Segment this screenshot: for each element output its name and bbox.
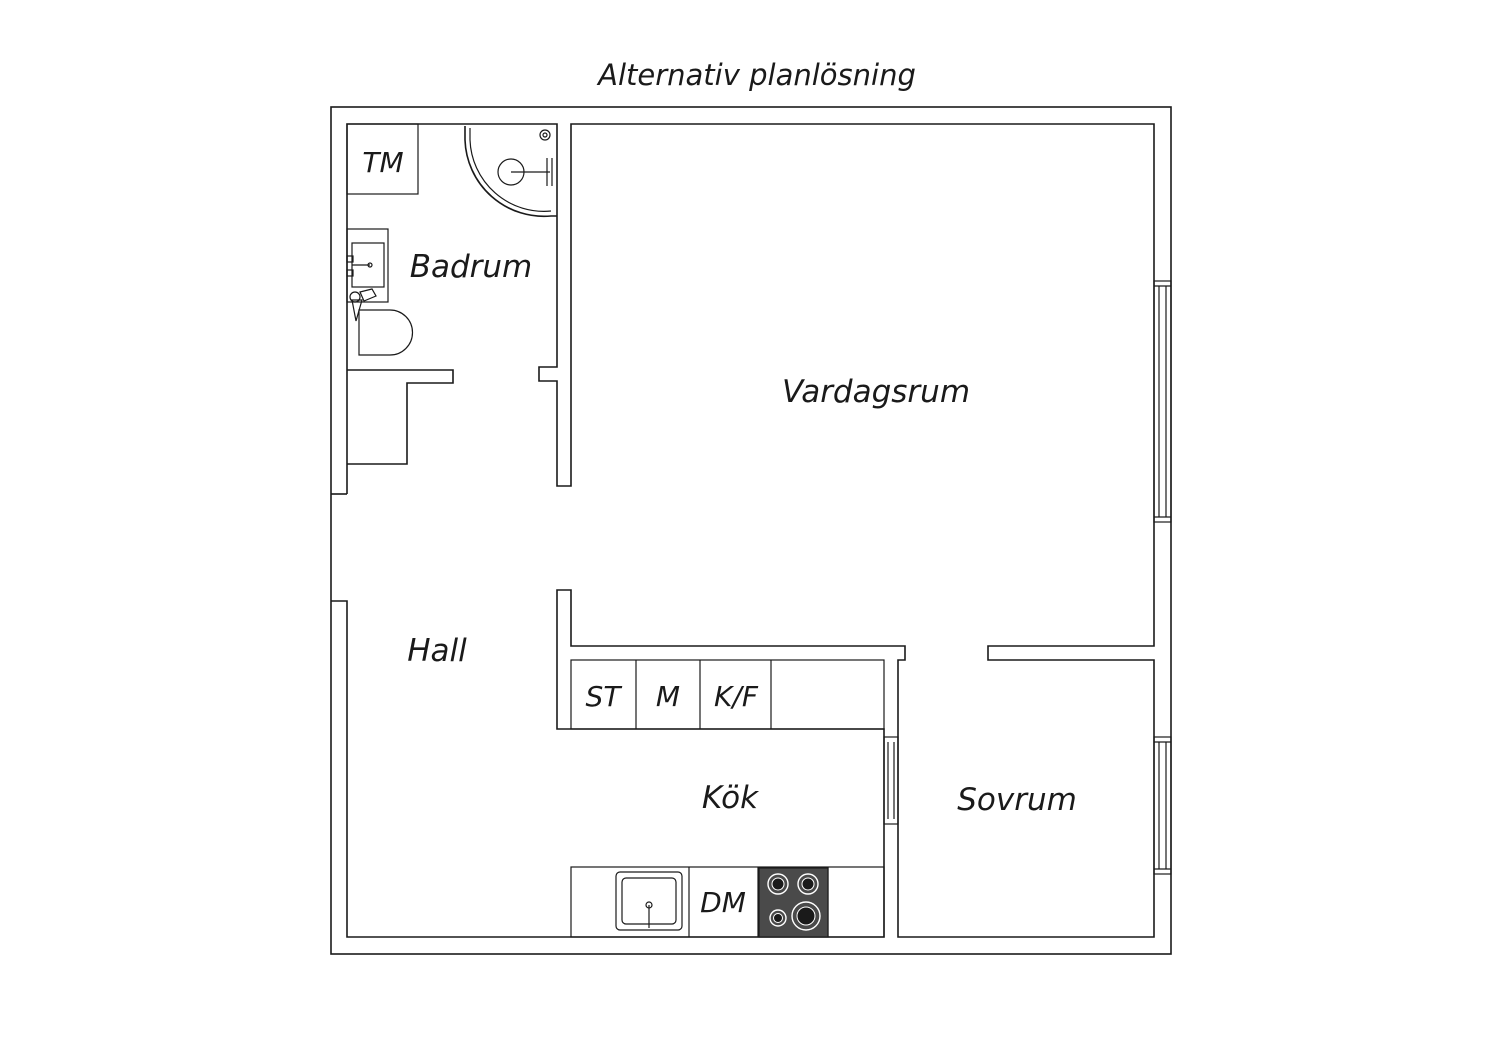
outer-wall (330, 106, 1172, 955)
window-bedroom (1153, 736, 1172, 875)
room-label-kok: Kök (702, 780, 759, 816)
window-living-room (1153, 280, 1172, 523)
kitchen-sink-icon (615, 871, 683, 931)
kitchen-lower-counter: DM (570, 866, 885, 938)
dm-label: DM (700, 886, 746, 919)
m-label: M (656, 680, 680, 713)
room-label-badrum: Badrum (410, 249, 533, 285)
stove-hob-icon (758, 867, 829, 938)
window-kitchen (883, 736, 899, 825)
washing-machine-box (346, 123, 419, 195)
room-label-hall: Hall (407, 633, 467, 669)
kf-label: K/F (714, 680, 759, 713)
st-label: ST (586, 680, 623, 713)
tm-label: TM (362, 146, 403, 179)
shower-icon (464, 126, 557, 218)
room-label-sovrum: Sovrum (957, 782, 1077, 818)
plan-title: Alternativ planlösning (596, 58, 916, 92)
bathroom-sink-icon (346, 228, 389, 303)
kitchen-upper-counter: ST M K/F (570, 659, 885, 730)
room-label-vardagsrum: Vardagsrum (782, 374, 970, 410)
toilet-icon (349, 288, 414, 356)
bathroom: TM Badrum (346, 123, 557, 465)
